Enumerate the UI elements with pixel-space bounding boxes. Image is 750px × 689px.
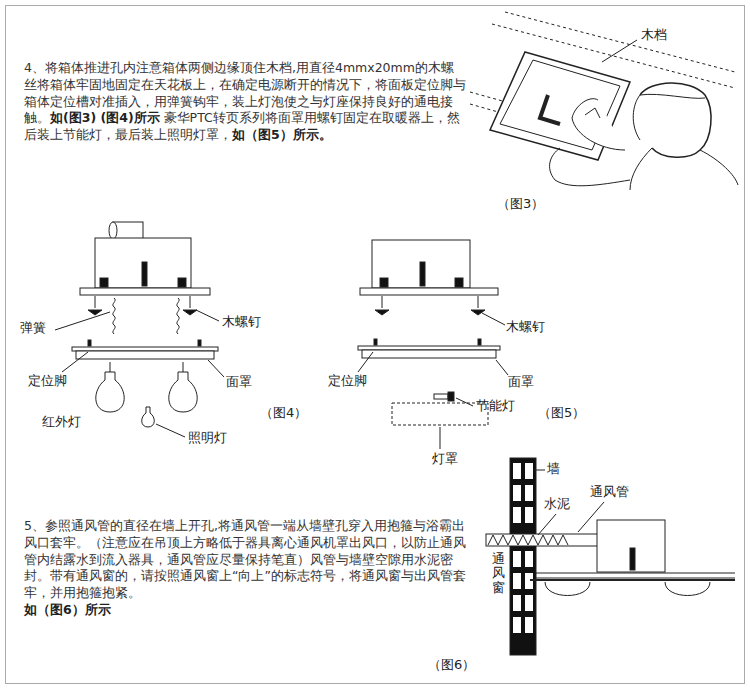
part-label: 面罩 bbox=[508, 374, 534, 390]
part-label: 弹簧 bbox=[20, 320, 46, 336]
figure-caption: （图3） bbox=[497, 196, 544, 212]
part-label: 红外灯 bbox=[42, 414, 81, 430]
part-label: 通风管 bbox=[590, 484, 629, 500]
part-label: 水泥 bbox=[544, 496, 570, 512]
instruction-paragraph: 4、将箱体推进孔内注意箱体两侧边缘顶住木档,用直径4mmx20mm的木螺丝将箱体… bbox=[24, 60, 466, 144]
instruction-paragraph: 5、参照通风管的直径在墙上开孔,将通风管一端从墙壁孔穿入用抱箍与浴霸出风口套牢。… bbox=[24, 518, 466, 619]
bold-reference: 如（图6）所示 bbox=[24, 602, 466, 619]
figure-caption: （图5） bbox=[538, 405, 585, 421]
part-label: 照明灯 bbox=[188, 430, 227, 446]
part-label: 木螺钉 bbox=[222, 314, 261, 330]
part-label: 通风窗 bbox=[492, 552, 505, 595]
instruction-text: 5、参照通风管的直径在墙上开孔,将通风管一端从墙壁孔穿入用抱箍与浴霸出风口套牢。… bbox=[24, 518, 466, 600]
bold-reference: 如（图5）所示。 bbox=[232, 127, 332, 142]
part-label: 木螺钉 bbox=[506, 319, 545, 335]
part-label: 定位脚 bbox=[328, 373, 367, 389]
bold-reference: 如(图3) (图4)所示 bbox=[50, 110, 160, 125]
part-label: 节能灯 bbox=[476, 398, 515, 414]
part-label: 定位脚 bbox=[28, 373, 67, 389]
figure-caption: （图6） bbox=[428, 657, 475, 673]
part-label: 面罩 bbox=[226, 374, 252, 390]
part-label: 灯罩 bbox=[432, 451, 458, 467]
figure-caption: （图4） bbox=[260, 405, 307, 421]
part-label: 墙 bbox=[547, 461, 560, 477]
part-label: 木档 bbox=[641, 27, 667, 43]
